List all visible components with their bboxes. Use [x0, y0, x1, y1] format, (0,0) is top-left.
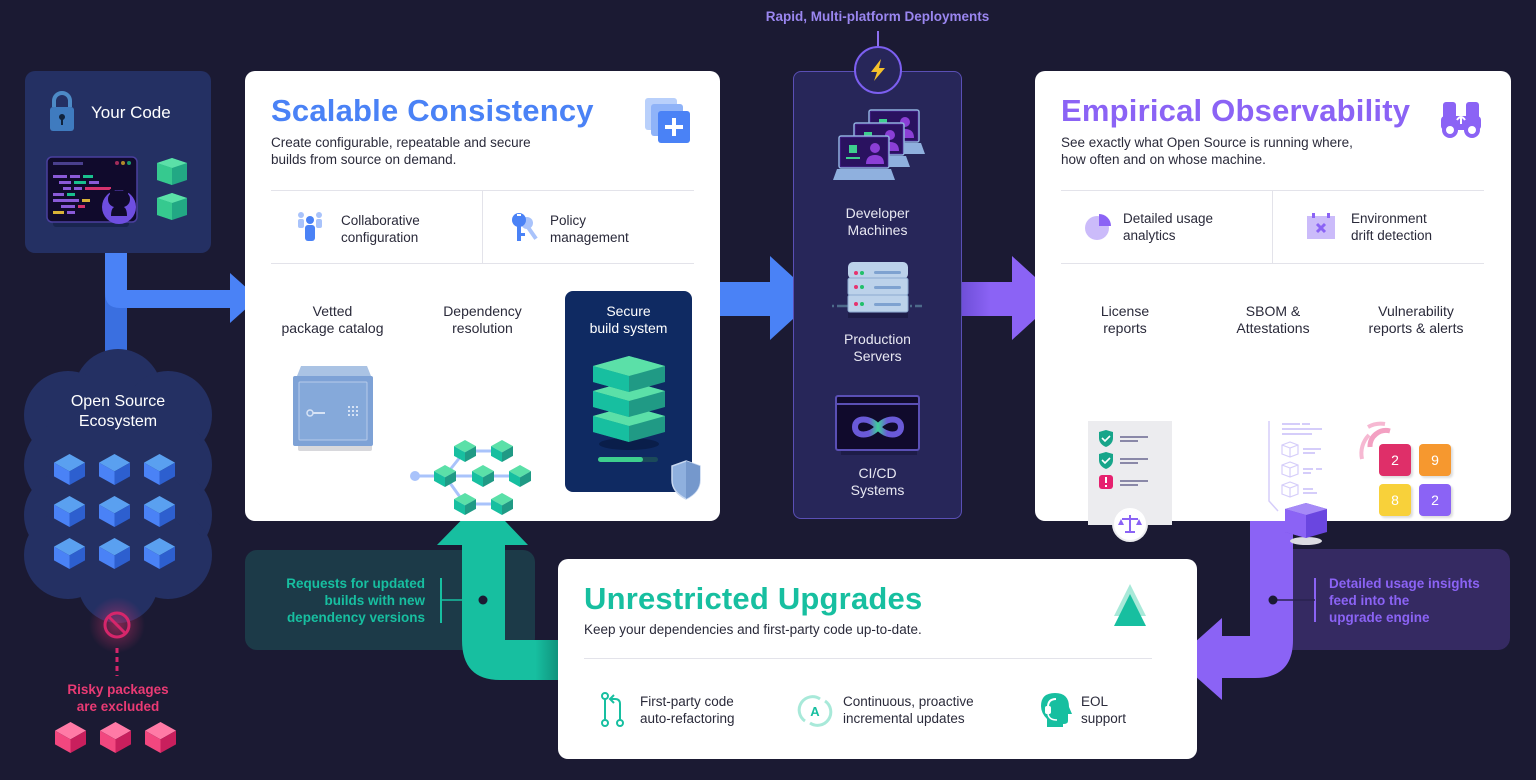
vuln-medium-count: 8: [1379, 484, 1411, 516]
empirical-observability-card: Empirical Observability See exactly what…: [1035, 71, 1511, 545]
open-source-packages: [54, 454, 175, 569]
open-source-package-cube: [99, 496, 130, 527]
svg-text:A: A: [810, 704, 820, 719]
dependency-node: [491, 493, 513, 515]
deployments-header: Rapid, Multi-platform Deployments: [765, 9, 990, 24]
open-source-package-cube: [144, 454, 175, 485]
lock-icon: [50, 91, 74, 131]
purple-arrow-to-upgrades: [1176, 520, 1293, 700]
item-sbom-attestations: SBOM &Attestations: [1236, 303, 1310, 336]
vuln-low-count: 2: [1419, 484, 1451, 516]
refresh-a-icon: A: [797, 695, 833, 727]
calendar-x-icon: [1307, 213, 1335, 239]
purple-arrow-to-observability: [962, 256, 1058, 340]
dependency-node: [472, 465, 494, 487]
keys-icon: [512, 213, 538, 241]
dependency-node: [454, 493, 476, 515]
code-editor-icon: [46, 156, 138, 227]
dependency-node: [454, 440, 476, 462]
risky-package-cube: [100, 722, 131, 753]
sbom-icon: [1268, 421, 1327, 545]
insights-callout-bg: [1280, 549, 1510, 650]
scalable-subtitle: Create configurable, repeatable and secu…: [271, 135, 531, 167]
observability-title: Empirical Observability: [1061, 93, 1411, 128]
upgrades-title: Unrestricted Upgrades: [584, 581, 923, 616]
safe-icon: [293, 366, 373, 451]
your-code-title: Your Code: [91, 103, 171, 122]
blue-arrow-to-scalable: [105, 250, 258, 323]
vuln-high-count: 9: [1419, 444, 1451, 476]
shield-icon: [671, 460, 701, 500]
dependency-root-node: [410, 471, 420, 481]
vuln-critical-count: 2: [1379, 444, 1411, 476]
risky-package-cube: [145, 722, 176, 753]
package-cubes-icon: [157, 158, 187, 220]
people-icon: [298, 212, 322, 241]
your-code-panel: Your Code: [25, 71, 211, 253]
binoculars-icon: [1441, 102, 1481, 138]
lightning-icon: [854, 46, 902, 94]
dependency-graph-icon: [410, 440, 531, 515]
add-build-icon: [645, 98, 690, 143]
scalable-consistency-card: Scalable Consistency Create configurable…: [245, 71, 720, 521]
laptops-icon: [833, 109, 925, 180]
open-source-package-cube: [144, 538, 175, 569]
observability-subtitle: See exactly what Open Source is running …: [1061, 135, 1353, 167]
pie-chart-icon: [1085, 214, 1111, 240]
open-source-package-cube: [99, 538, 130, 569]
server-icon: [832, 262, 922, 318]
open-source-package-cube: [99, 454, 130, 485]
unrestricted-upgrades-card: Unrestricted Upgrades Keep your dependen…: [558, 559, 1197, 759]
vulnerability-grid-icon: 2 9 8 2: [1355, 421, 1465, 531]
insights-connector-dot: [1268, 595, 1278, 605]
build-stack-icon: [593, 356, 665, 462]
infinity-icon: [835, 395, 920, 455]
alert-waves-icon: [1359, 421, 1391, 460]
open-source-package-cube: [144, 496, 175, 527]
dependency-node: [434, 465, 456, 487]
upgrades-subtitle: Keep your dependencies and first-party c…: [584, 622, 922, 637]
blocked-icon: [89, 597, 145, 676]
open-source-package-cube: [54, 496, 85, 527]
laptop: [833, 135, 895, 180]
risky-packages: [55, 722, 176, 753]
git-branch-icon: [601, 692, 624, 727]
teal-arrow-to-scalable: [437, 498, 560, 680]
license-report-icon: [1088, 421, 1172, 542]
dependency-node: [491, 440, 513, 462]
requests-connector-dot: [478, 595, 488, 605]
scalable-title: Scalable Consistency: [271, 93, 594, 128]
build-progress-fill: [598, 457, 643, 462]
open-source-package-cube: [54, 454, 85, 485]
dependency-node: [509, 465, 531, 487]
blue-arrow-to-deployments: [720, 256, 816, 340]
risky-package-cube: [55, 722, 86, 753]
open-source-package-cube: [54, 538, 85, 569]
support-head-icon: [1041, 693, 1072, 727]
upgrade-arrow-icon: [1114, 584, 1146, 626]
